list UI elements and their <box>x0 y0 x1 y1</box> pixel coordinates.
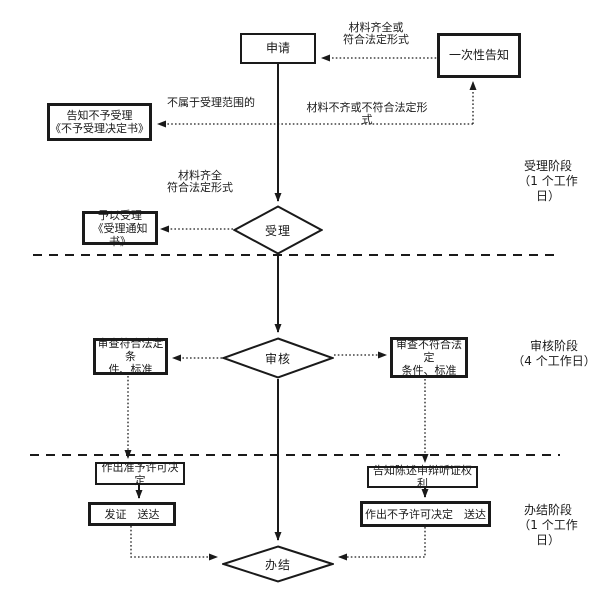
node-review-label: 审核 <box>264 351 291 366</box>
node-grant-decision-label: 作出准予许可决定 <box>101 460 179 487</box>
diamond-shape <box>222 545 334 583</box>
diamond-shape <box>222 337 334 379</box>
node-grant-decision: 作出准予许可决定 <box>95 460 185 487</box>
node-apply: 申请 <box>240 33 316 64</box>
node-issue-deliver: 发证 送达 <box>88 502 176 526</box>
diamond-shape <box>233 205 323 255</box>
node-review-diamond: 审核 <box>222 337 334 379</box>
node-notify-rights-label: 告知陈述申辩听证权利 <box>373 464 472 490</box>
node-accept-diamond: 受理 <box>233 205 323 255</box>
stage-label-finish: 办结阶段 （1 个工作 日） <box>518 503 578 547</box>
node-one-time-notice: 一次性告知 <box>437 33 521 78</box>
node-finish-diamond: 办结 <box>222 545 334 583</box>
edge-label-materials-ok-return: 材料齐全或 符合法定形式 <box>343 21 409 46</box>
node-review-pass: 审查符合法定条 件、标准 <box>93 337 168 376</box>
node-review-fail: 审查不符合法定 条件、标准 <box>390 337 468 378</box>
stage-label-review: 审核阶段 （4 个工作日） <box>512 339 596 368</box>
edge-label-materials-incomplete: 材料不齐或不符合法定形式 <box>306 101 428 126</box>
node-notify-not-accept: 告知不予受理 《不予受理决定书》 <box>47 103 152 141</box>
edge-label-not-in-scope: 不属于受理范围的 <box>167 96 255 109</box>
node-notify-rights: 告知陈述申辩听证权利 <box>367 464 478 490</box>
stage-label-accept: 受理阶段 （1 个工作 日） <box>518 159 578 203</box>
node-accept-notice: 予以受理 《受理通知书》 <box>82 208 158 248</box>
node-deny-decision: 作出不予许可决定 送达 <box>360 501 491 527</box>
node-accept-notice-label: 予以受理 《受理通知书》 <box>92 208 148 248</box>
node-apply-label: 申请 <box>265 41 290 55</box>
node-review-pass-label: 审查符合法定条 件、标准 <box>97 337 164 376</box>
node-notify-not-accept-label: 告知不予受理 《不予受理决定书》 <box>50 109 149 135</box>
node-accept-label: 受理 <box>264 223 291 238</box>
node-review-fail-label: 审查不符合法定 条件、标准 <box>396 338 462 377</box>
node-issue-deliver-label: 发证 送达 <box>104 507 160 521</box>
edge-label-materials-ok-forward: 材料齐全 符合法定形式 <box>167 169 233 194</box>
node-one-time-notice-label: 一次性告知 <box>448 48 509 62</box>
node-deny-decision-label: 作出不予许可决定 送达 <box>365 507 486 521</box>
node-finish-label: 办结 <box>264 557 291 572</box>
